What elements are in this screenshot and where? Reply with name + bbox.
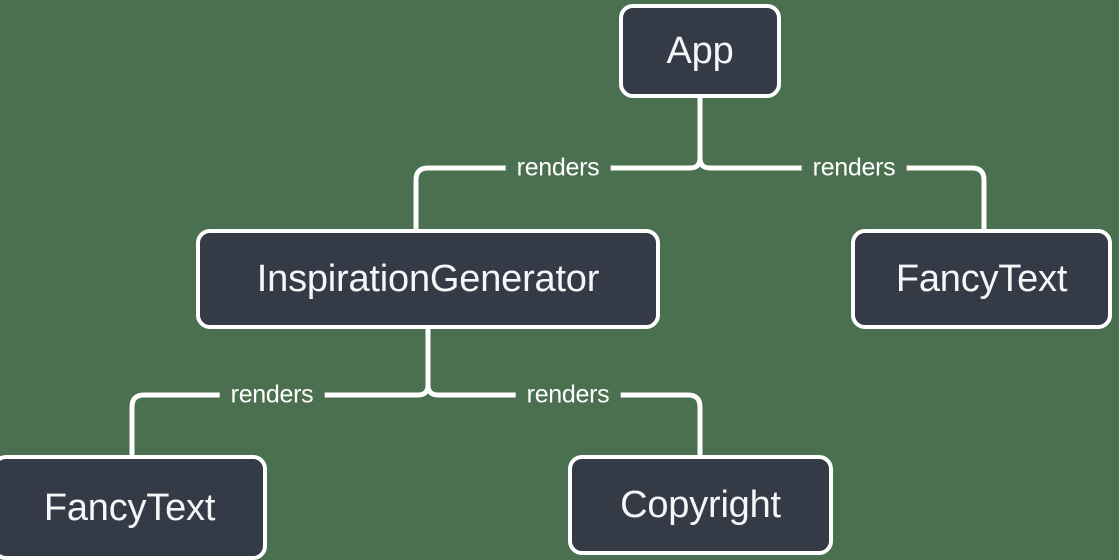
node-label-copyright: Copyright [620,484,781,526]
edge-label-inspiration-to-copyright: renders [515,382,621,408]
edge-label-app-to-fancytext-right: renders [801,155,907,181]
edge-label-app-to-inspiration-generator: renders [505,155,611,181]
edge-inspiration-to-copyright [425,384,703,455]
node-inspiration-generator[interactable]: InspirationGenerator [196,229,660,329]
node-label-app: App [666,30,734,72]
node-label-fancytext-right: FancyText [895,258,1068,300]
node-app[interactable]: App [619,4,781,98]
edge-app-to-fancytext-right [697,157,987,229]
node-label-inspiration-generator: InspirationGenerator [256,258,600,300]
node-fancytext-right[interactable]: FancyText [851,229,1112,329]
node-fancytext-bottom[interactable]: FancyText [0,455,267,560]
node-label-fancytext-bottom: FancyText [43,486,216,529]
node-copyright[interactable]: Copyright [568,455,833,555]
edge-label-inspiration-to-fancytext-bottom: renders [219,382,325,408]
